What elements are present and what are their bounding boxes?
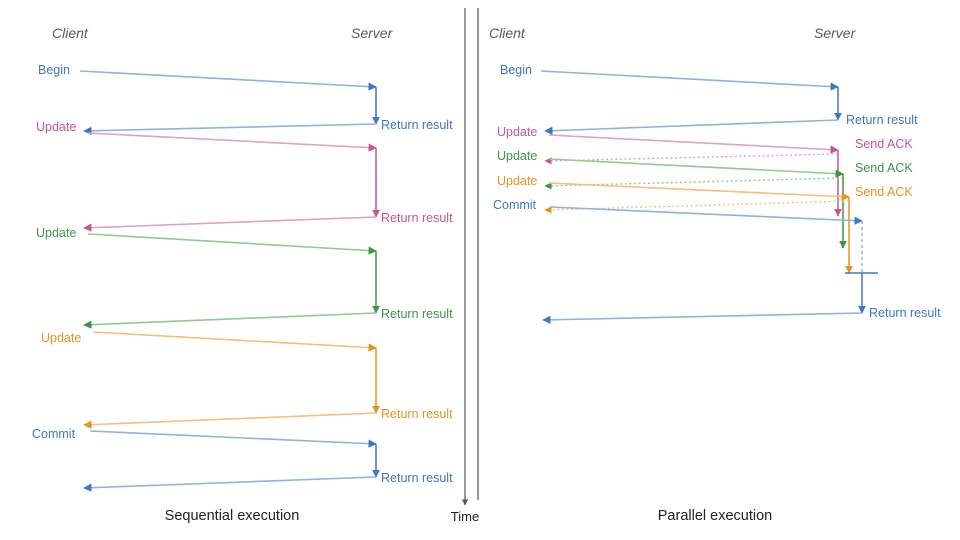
request-arrow[interactable] (548, 134, 839, 154)
panel-caption-parallel: Parallel execution (658, 508, 772, 524)
request-label-update-2: Update (497, 149, 537, 163)
request-arrow[interactable] (549, 206, 863, 225)
reply-label-commit: Return result (869, 306, 941, 320)
request-label-update-3: Update (497, 174, 537, 188)
lane-header-client-parallel: Client (489, 25, 526, 41)
request-label-begin: Begin (38, 63, 70, 77)
ack-label-update-3: Send ACK (855, 185, 913, 199)
request-label-commit: Commit (32, 427, 76, 441)
lane-header-server-parallel: Server (814, 25, 857, 41)
request-arrow[interactable] (92, 331, 377, 352)
request-label-update-1: Update (497, 125, 537, 139)
request-label-commit: Commit (493, 198, 537, 212)
reply-arrow[interactable] (83, 476, 377, 492)
reply-arrow[interactable] (542, 312, 863, 324)
reply-arrow[interactable] (544, 119, 839, 135)
ack-arrow[interactable] (544, 153, 839, 165)
reply-label-update-2: Return result (381, 307, 453, 321)
request-label-update-2: Update (36, 226, 76, 240)
lane-header-client-sequential: Client (52, 25, 89, 41)
request-arrow[interactable] (79, 70, 377, 91)
ack-label-update-1: Send ACK (855, 137, 913, 151)
reply-label-commit: Return result (381, 471, 453, 485)
reply-label-update-3: Return result (381, 407, 453, 421)
request-arrow[interactable] (548, 158, 844, 178)
reply-label-begin: Return result (381, 118, 453, 132)
request-label-begin: Begin (500, 63, 532, 77)
request-arrow[interactable] (87, 132, 377, 152)
lane-header-server-sequential: Server (351, 25, 394, 41)
request-arrow[interactable] (89, 430, 377, 448)
ack-label-update-2: Send ACK (855, 161, 913, 175)
request-arrow[interactable] (540, 70, 839, 91)
request-label-update-3: Update (41, 331, 81, 345)
panel-caption-sequential: Sequential execution (165, 508, 300, 524)
reply-arrow[interactable] (83, 216, 377, 232)
request-arrow[interactable] (87, 233, 377, 255)
reply-arrow[interactable] (83, 412, 377, 429)
reply-arrow[interactable] (83, 123, 377, 135)
reply-label-update-1: Return result (381, 211, 453, 225)
request-arrow[interactable] (548, 182, 850, 201)
reply-label-begin: Return result (846, 113, 918, 127)
request-label-update-1: Update (36, 120, 76, 134)
reply-arrow[interactable] (83, 312, 377, 329)
time-axis-layer: Time (451, 8, 479, 524)
time-axis-label: Time (451, 509, 479, 524)
